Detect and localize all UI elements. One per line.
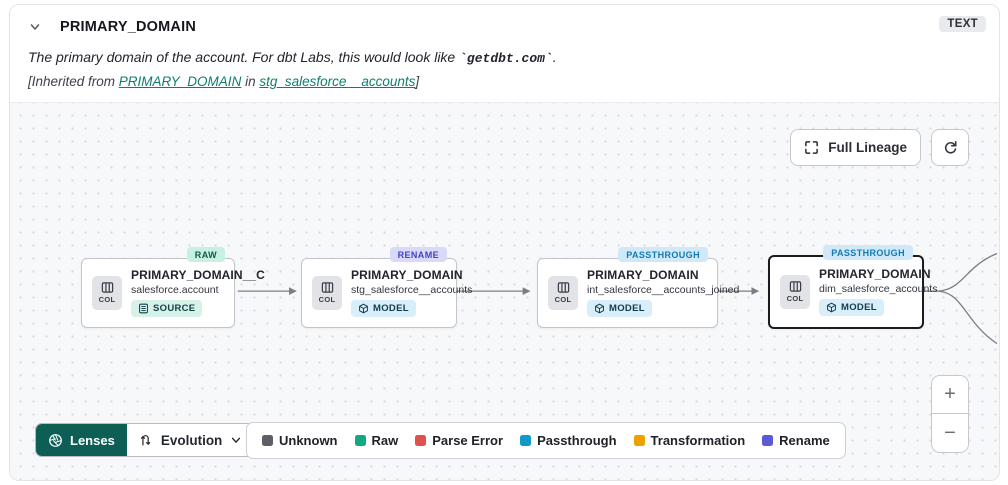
inherited-middle: in: [241, 73, 260, 89]
node-model-name: stg_salesforce__accounts: [351, 284, 473, 297]
chevron-down-icon[interactable]: [28, 20, 42, 34]
node-title: PRIMARY_DOMAIN: [587, 268, 699, 283]
resource-type-label: SOURCE: [153, 303, 196, 315]
node-model-name: salesforce.account: [131, 284, 219, 297]
resource-type-badge: SOURCE: [131, 300, 203, 318]
legend-swatch-raw: [354, 435, 366, 446]
full-lineage-button[interactable]: Full Lineage: [790, 128, 921, 166]
column-lineage-panel: PRIMARY_DOMAIN TEXT The primary domain o…: [9, 4, 1000, 481]
legend-swatch-transformation: [633, 435, 645, 446]
legend-label: Parse Error: [432, 433, 504, 448]
model-icon: [595, 303, 604, 314]
evolution-badge: PASSTHROUGH: [823, 244, 913, 260]
legend-item: Parse Error: [415, 433, 503, 448]
lineage-node-intermediate[interactable]: PASSTHROUGH COL PRIMARY_DOMAIN int_sales…: [537, 246, 739, 328]
evolution-icon: [140, 434, 151, 445]
lens-controls: Lenses Evolution: [35, 423, 256, 457]
node-model-name: int_salesforce__accounts_joined: [587, 284, 740, 297]
column-icon: COL: [92, 275, 122, 310]
data-type-badge: TEXT: [939, 16, 986, 32]
lens-selector-dropdown[interactable]: Evolution: [126, 424, 255, 456]
resource-type-label: MODEL: [609, 303, 645, 315]
column-icon: COL: [312, 275, 342, 310]
legend-item: Passthrough: [520, 433, 617, 448]
column-icon: COL: [548, 275, 578, 310]
legend-swatch-unknown: [262, 435, 273, 446]
column-header: PRIMARY_DOMAIN TEXT The primary domain o…: [10, 5, 999, 102]
legend-label: Passthrough: [537, 433, 617, 448]
node-title: PRIMARY_DOMAIN: [819, 267, 931, 282]
resource-type-badge: MODEL: [351, 300, 416, 318]
inherited-column-link[interactable]: PRIMARY_DOMAIN: [118, 73, 242, 89]
description-period: .: [552, 49, 557, 65]
legend-item: Raw: [354, 433, 399, 448]
node-title: PRIMARY_DOMAIN: [351, 268, 463, 283]
description-text: The primary domain of the account. For d…: [28, 49, 460, 65]
resource-type-badge: MODEL: [587, 300, 652, 318]
lenses-label: Lenses: [70, 432, 115, 448]
inherited-suffix: ]: [415, 73, 420, 89]
zoom-controls: + −: [931, 375, 969, 453]
lineage-node-source[interactable]: RAW COL PRIMARY_DOMAIN__C salesforce.acc…: [81, 246, 265, 328]
lenses-button[interactable]: Lenses: [36, 424, 127, 456]
evolution-legend: Unknown Raw Parse Error Passthrough Tran…: [246, 422, 846, 459]
legend-item: Transformation: [633, 433, 746, 448]
resource-type-label: MODEL: [373, 303, 409, 315]
expand-icon: [805, 140, 819, 154]
column-description: The primary domain of the account. For d…: [28, 47, 981, 69]
legend-label: Transformation: [650, 433, 746, 448]
col-chip-label: COL: [554, 295, 572, 305]
refresh-button[interactable]: [931, 128, 969, 166]
description-code: `getdbt.com`: [459, 51, 553, 66]
inherited-model-link[interactable]: stg_salesforce__accounts: [259, 73, 416, 89]
lineage-node-staging[interactable]: RENAME COL PRIMARY_DOMAIN stg_salesforce…: [301, 246, 472, 328]
legend-label: Unknown: [279, 433, 338, 448]
evolution-badge: RAW: [186, 246, 225, 262]
full-lineage-label: Full Lineage: [828, 139, 907, 155]
model-icon: [827, 302, 836, 313]
resource-type-label: MODEL: [841, 302, 877, 314]
col-chip-label: COL: [98, 295, 116, 305]
inherited-prefix: [Inherited from: [28, 73, 119, 89]
node-model-name: dim_salesforce_accounts: [819, 283, 938, 296]
legend-swatch-parse-error: [415, 435, 427, 446]
legend-swatch-rename: [762, 435, 774, 446]
zoom-in-button[interactable]: +: [932, 376, 968, 414]
chevron-down-icon: [232, 437, 241, 443]
lineage-node-dim-selected[interactable]: PASSTHROUGH COL PRIMARY_DOMAIN dim_sales…: [768, 244, 937, 329]
model-icon: [359, 303, 368, 314]
legend-label: Raw: [371, 433, 399, 448]
legend-item: Unknown: [262, 433, 338, 448]
lens-aperture-icon: [49, 433, 62, 447]
evolution-badge: RENAME: [389, 246, 447, 262]
legend-label: Rename: [779, 433, 830, 448]
inherited-note: [Inherited from PRIMARY_DOMAIN in stg_sa…: [28, 74, 981, 93]
lineage-canvas[interactable]: RAW COL PRIMARY_DOMAIN__C salesforce.acc…: [10, 101, 999, 480]
source-icon: [139, 304, 148, 314]
node-title: PRIMARY_DOMAIN__C: [131, 268, 265, 283]
legend-swatch-passthrough: [520, 435, 532, 446]
col-chip-label: COL: [786, 294, 804, 304]
legend-item: Rename: [762, 433, 830, 448]
col-chip-label: COL: [318, 295, 336, 305]
refresh-icon: [944, 140, 957, 154]
selected-lens-label: Evolution: [160, 432, 223, 448]
column-name: PRIMARY_DOMAIN: [60, 19, 196, 35]
resource-type-badge: MODEL: [819, 299, 884, 317]
evolution-badge: PASSTHROUGH: [618, 246, 708, 262]
zoom-out-button[interactable]: −: [932, 414, 968, 452]
column-icon: COL: [780, 274, 810, 309]
